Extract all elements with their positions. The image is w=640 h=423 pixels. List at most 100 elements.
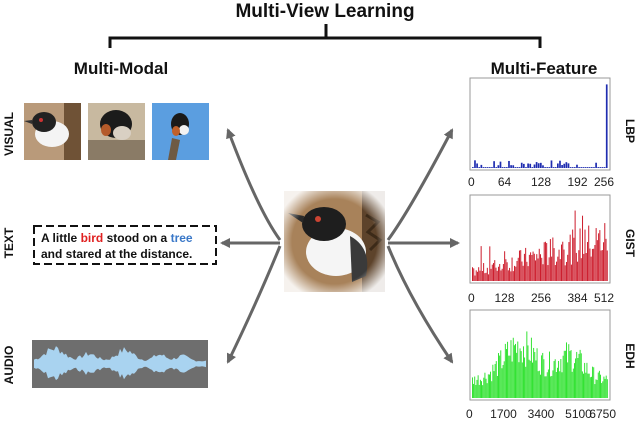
gist-bar [583, 253, 585, 281]
gist-bar [594, 245, 596, 281]
edh-bar [473, 383, 475, 398]
edh-bar [481, 381, 482, 398]
edh-bar [534, 352, 536, 398]
edh-bar [476, 379, 478, 398]
edh-bar [554, 359, 556, 398]
edh-tick-label: 6750 [589, 407, 616, 421]
gist-bar [565, 261, 567, 281]
gist-bar [505, 259, 507, 281]
edh-bar [564, 350, 566, 398]
gist-bar [572, 229, 574, 281]
gist-bar [593, 248, 595, 281]
gist-bar [475, 270, 477, 281]
gist-bar [605, 238, 607, 281]
edh-bar [524, 357, 526, 398]
text-label: TEXT [2, 227, 16, 258]
lbp-bar [588, 167, 591, 168]
edh-bar [474, 376, 476, 398]
edh-bar [572, 368, 574, 398]
lbp-histogram [469, 77, 611, 171]
visual-thumbnail-2 [88, 103, 145, 160]
lbp-bar [544, 167, 546, 168]
gist-bar [535, 260, 537, 281]
gist-bar [512, 271, 514, 281]
lbp-bar [510, 165, 512, 168]
edh-bar [512, 337, 514, 398]
edh-bar [570, 350, 572, 398]
lbp-bar [574, 167, 576, 168]
gist-bar [557, 256, 559, 281]
edh-bar [489, 374, 490, 398]
gist-bar [515, 266, 517, 281]
lbp-bar [497, 165, 500, 168]
lbp-bar [495, 167, 498, 168]
gist-bar [480, 246, 482, 281]
edh-bar [483, 377, 485, 398]
gist-bar [584, 229, 586, 281]
edh-bar [520, 351, 522, 398]
visual-thumbnail-1 [24, 103, 81, 160]
gist-bar [521, 261, 523, 281]
gist-bar [601, 250, 603, 281]
lbp-bar [493, 161, 495, 168]
edh-bar [530, 337, 532, 398]
edh-bar [601, 383, 603, 398]
edh-bar [544, 376, 546, 398]
edh-bar [518, 362, 520, 398]
lbp-bar [499, 161, 502, 168]
lbp-bar [546, 167, 549, 168]
edh-bar [596, 379, 598, 398]
edh-bar [508, 355, 510, 398]
lbp-bar [542, 165, 544, 168]
edh-bar [562, 355, 564, 398]
edh-bar [574, 363, 575, 398]
edh-bar [515, 343, 516, 398]
gist-bar [591, 248, 593, 281]
gist-bar [568, 242, 570, 281]
edh-bar [584, 362, 586, 398]
lbp-bar [472, 167, 474, 168]
edh-bar [588, 373, 590, 398]
lbp-bar [582, 167, 585, 168]
edh-bar [496, 375, 498, 398]
lbp-bar [599, 167, 602, 168]
gist-bar [586, 242, 588, 281]
edh-bar [580, 353, 582, 398]
edh-bar [552, 370, 554, 398]
edh-bar [591, 376, 592, 398]
gist-bar [495, 267, 497, 281]
edh-bar [500, 350, 502, 398]
edh-bar [547, 369, 549, 398]
lbp-bar [593, 167, 595, 168]
gist-bar [491, 264, 493, 281]
gist-bar [559, 259, 561, 281]
edh-bar [482, 385, 484, 398]
gist-bar [548, 257, 550, 281]
lbp-bar [569, 167, 572, 168]
lbp-bar [561, 165, 563, 168]
lbp-bar [486, 167, 489, 168]
gist-bar [554, 265, 556, 281]
title-bracket [108, 24, 542, 48]
gist-bar [525, 247, 527, 281]
gist-bar [472, 267, 473, 281]
lbp-bar [512, 165, 515, 168]
gist-bar [543, 242, 545, 281]
edh-bar [475, 384, 477, 398]
edh-bar [529, 360, 531, 398]
lbp-bar [518, 167, 521, 168]
edh-tick-label: 5100 [565, 407, 592, 421]
edh-bar [472, 377, 473, 398]
gist-bar [595, 228, 597, 281]
edh-bar [510, 340, 512, 398]
gist-bar [485, 272, 487, 281]
gist-bar [481, 270, 483, 281]
lbp-bar [597, 167, 600, 168]
gist-bar [558, 249, 560, 281]
edh-bar [484, 372, 486, 398]
gist-bar [590, 256, 592, 281]
edh-bar [553, 361, 555, 398]
edh-histogram [469, 309, 611, 401]
gist-bar [598, 233, 600, 281]
